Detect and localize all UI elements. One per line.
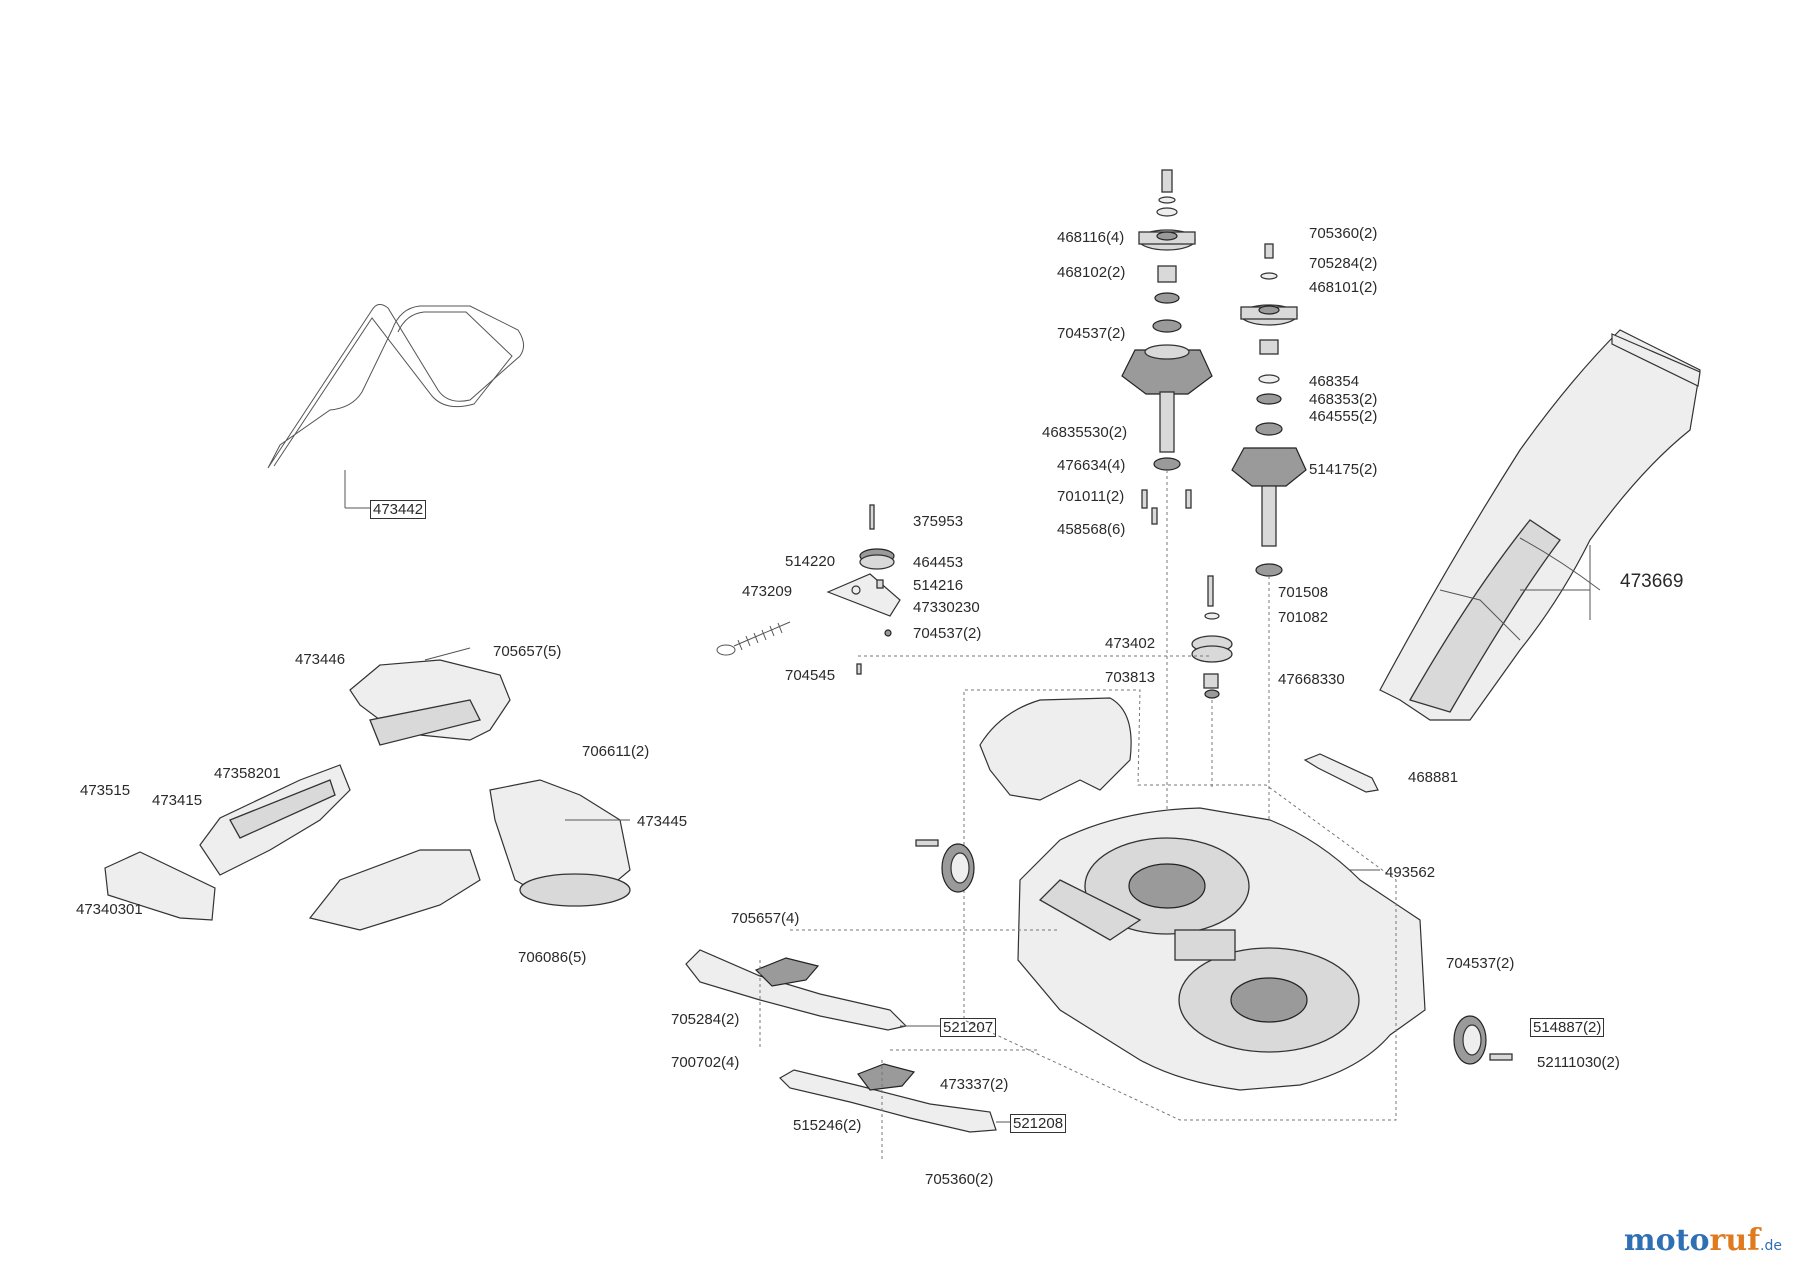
part-label-521207: 521207 [940,1018,997,1037]
part-label-473442: 473442 [370,500,427,519]
part-label-473337: 473337(2) [940,1076,1009,1093]
blade-lower [779,1063,997,1133]
part-label-47330230: 47330230 [913,599,980,616]
part-label-468354: 468354 [1309,373,1360,390]
part-label-701082: 701082 [1278,609,1329,626]
part-label-514175: 514175(2) [1309,461,1378,478]
part-label-476634: 476634(4) [1057,457,1126,474]
v-belt [267,304,524,469]
part-label-473415: 473415 [152,792,203,809]
part-label-706611: 706611(2) [582,743,650,760]
part-label-701508: 701508 [1278,584,1329,601]
grass-chute [1379,329,1701,721]
mower-deck [1017,807,1426,1091]
part-label-473445: 473445 [637,813,688,830]
part-label-515246: 515246(2) [793,1117,862,1134]
group-outline [963,689,1397,1121]
leader [424,647,471,661]
part-label-468102: 468102(2) [1057,264,1126,281]
cover-473446 [349,659,511,746]
tension-spring [716,621,791,656]
part-label-473515: 473515 [80,782,131,799]
part-label-458568: 458568(6) [1057,521,1126,538]
brand-logo: motoruf.de [1623,1223,1782,1258]
part-label-706086: 706086(5) [518,949,587,966]
part-label-493562: 493562 [1385,864,1436,881]
part-label-705360a: 705360(2) [1309,225,1378,242]
part-label-47668330: 47668330 [1278,671,1345,688]
blade-upper [685,949,908,1031]
part-label-464453: 464453 [913,554,964,571]
part-label-375953: 375953 [913,513,964,530]
bracket-47340301 [104,851,216,921]
part-label-468101: 468101(2) [1309,279,1378,296]
part-label-514216: 514216 [913,577,964,594]
part-label-468116: 468116(4) [1057,229,1125,246]
part-label-705360b: 705360(2) [925,1171,994,1188]
part-label-704545: 704545 [785,667,836,684]
spindle-assembly-left [1121,169,1213,525]
part-label-473402: 473402 [1105,635,1156,652]
spindle-assembly-right [1231,243,1307,577]
part-label-514887: 514887(2) [1530,1018,1605,1037]
tension-arm-assembly [826,504,901,675]
part-label-705284a: 705284(2) [1309,255,1378,272]
part-label-701011: 701011(2) [1057,488,1125,505]
part-label-704537b: 704537(2) [913,625,982,642]
idler-assembly [1191,575,1233,699]
part-label-468353: 468353(2) [1309,391,1378,408]
part-label-521208: 521208 [1010,1114,1067,1133]
cover-47358201 [199,764,351,876]
deck-baffle [979,697,1132,801]
part-label-47340301: 47340301 [76,901,143,918]
part-label-52111030: 52111030(2) [1537,1054,1620,1071]
part-label-703813: 703813 [1105,669,1156,686]
part-label-47358201: 47358201 [214,765,281,782]
part-label-46835530: 46835530(2) [1042,424,1128,441]
deck-wheel-left [915,839,975,893]
part-label-468881: 468881 [1408,769,1459,786]
part-label-473669: 473669 [1620,571,1684,592]
part-label-705657b: 705657(4) [731,910,800,927]
part-label-704537c: 704537(2) [1446,955,1515,972]
part-label-705657a: 705657(5) [493,643,562,660]
cover-473445 [489,779,631,907]
deck-wheel-right [1453,1015,1513,1065]
axis-line [759,929,1060,1160]
lever [1303,753,1379,793]
part-label-464555: 464555(2) [1309,408,1378,425]
part-label-704537a: 704537(2) [1057,325,1126,342]
cover-lower [308,849,481,931]
part-label-473209: 473209 [742,583,793,600]
part-label-473446: 473446 [295,651,346,668]
part-label-700702: 700702(4) [671,1054,740,1071]
part-label-514220: 514220 [785,553,836,570]
part-label-705284b: 705284(2) [671,1011,740,1028]
